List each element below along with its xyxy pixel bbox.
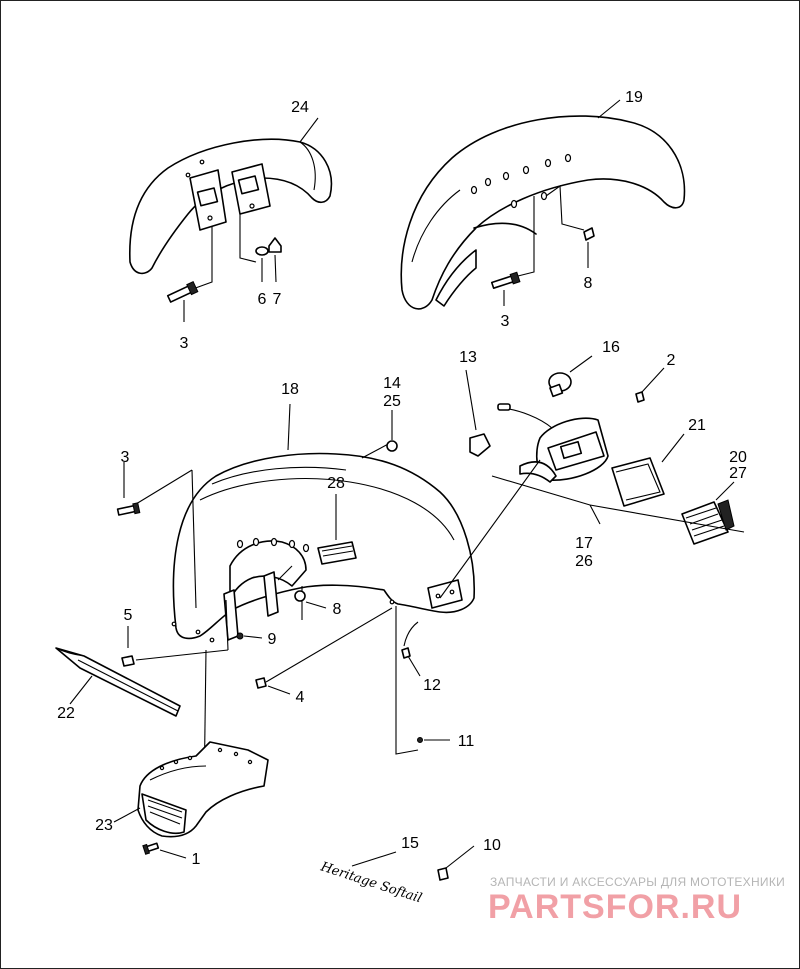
support-blade-22 (55, 647, 181, 717)
label-8-top: 8 (584, 275, 593, 292)
label-24: 24 (291, 99, 309, 116)
label-11: 11 (458, 733, 475, 750)
label-15: 15 (401, 835, 419, 852)
label-3-top: 3 (180, 335, 189, 352)
taillight-assembly (465, 355, 745, 545)
label-9: 9 (268, 631, 277, 648)
label-12: 12 (423, 677, 441, 694)
label-19: 19 (625, 89, 643, 106)
label-21: 21 (688, 417, 706, 434)
label-17: 17 (575, 535, 593, 552)
watermark: ЗАПЧАСТИ И АКСЕССУАРЫ ДЛЯ МОТОТЕХНИКИ PA… (488, 875, 785, 926)
watermark-tagline: ЗАПЧАСТИ И АКСЕССУАРЫ ДЛЯ МОТОТЕХНИКИ (490, 875, 785, 889)
label-6: 6 (258, 291, 267, 308)
emblem-15: Heritage Softail (318, 851, 424, 906)
front-fender-19 (400, 99, 686, 310)
label-18: 18 (281, 381, 299, 398)
label-10: 10 (483, 837, 501, 854)
label-7: 7 (273, 291, 282, 308)
part-labels: 24 19 3 6 7 3 8 13 16 2 18 14 25 21 20 2… (57, 89, 747, 868)
label-16: 16 (602, 339, 620, 356)
label-20: 20 (729, 449, 747, 466)
label-2: 2 (667, 352, 676, 369)
license-bracket-23 (113, 741, 269, 859)
watermark-logo: PARTSFOR.RU (488, 888, 742, 926)
label-5: 5 (124, 607, 133, 624)
label-23: 23 (95, 817, 113, 834)
label-3-right: 3 (501, 313, 510, 330)
emblem-script-text: Heritage Softail (318, 859, 424, 906)
label-8-mid: 8 (333, 601, 342, 618)
front-fender-24 (129, 117, 333, 322)
label-14: 14 (383, 375, 401, 392)
rear-fender-18 (116, 403, 541, 801)
label-4: 4 (296, 689, 305, 706)
label-13: 13 (459, 349, 477, 366)
clip-10 (437, 845, 475, 881)
label-22: 22 (57, 705, 75, 722)
label-25: 25 (383, 393, 401, 410)
label-1: 1 (192, 851, 201, 868)
label-3-left: 3 (121, 449, 130, 466)
label-27: 27 (729, 465, 747, 482)
label-28: 28 (327, 475, 345, 492)
label-26: 26 (575, 553, 593, 570)
